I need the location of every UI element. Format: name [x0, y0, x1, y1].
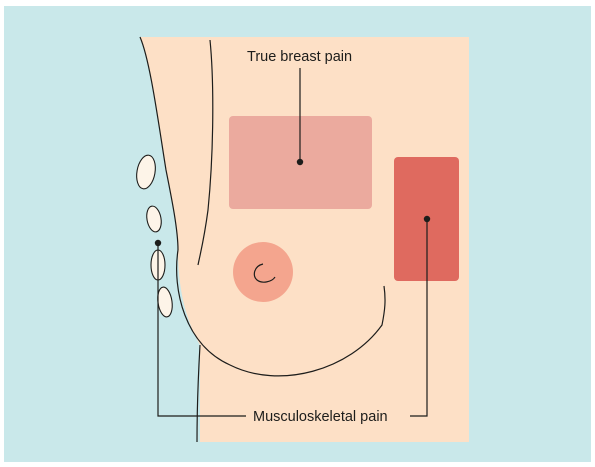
true-breast-pain-dot — [297, 159, 303, 165]
musculoskeletal-pain-label: Musculoskeletal pain — [253, 410, 388, 425]
musculoskeletal-dot-right — [424, 216, 430, 222]
areola — [233, 242, 293, 302]
true-breast-pain-label: True breast pain — [247, 50, 352, 65]
musculoskeletal-dot-left — [155, 240, 161, 246]
